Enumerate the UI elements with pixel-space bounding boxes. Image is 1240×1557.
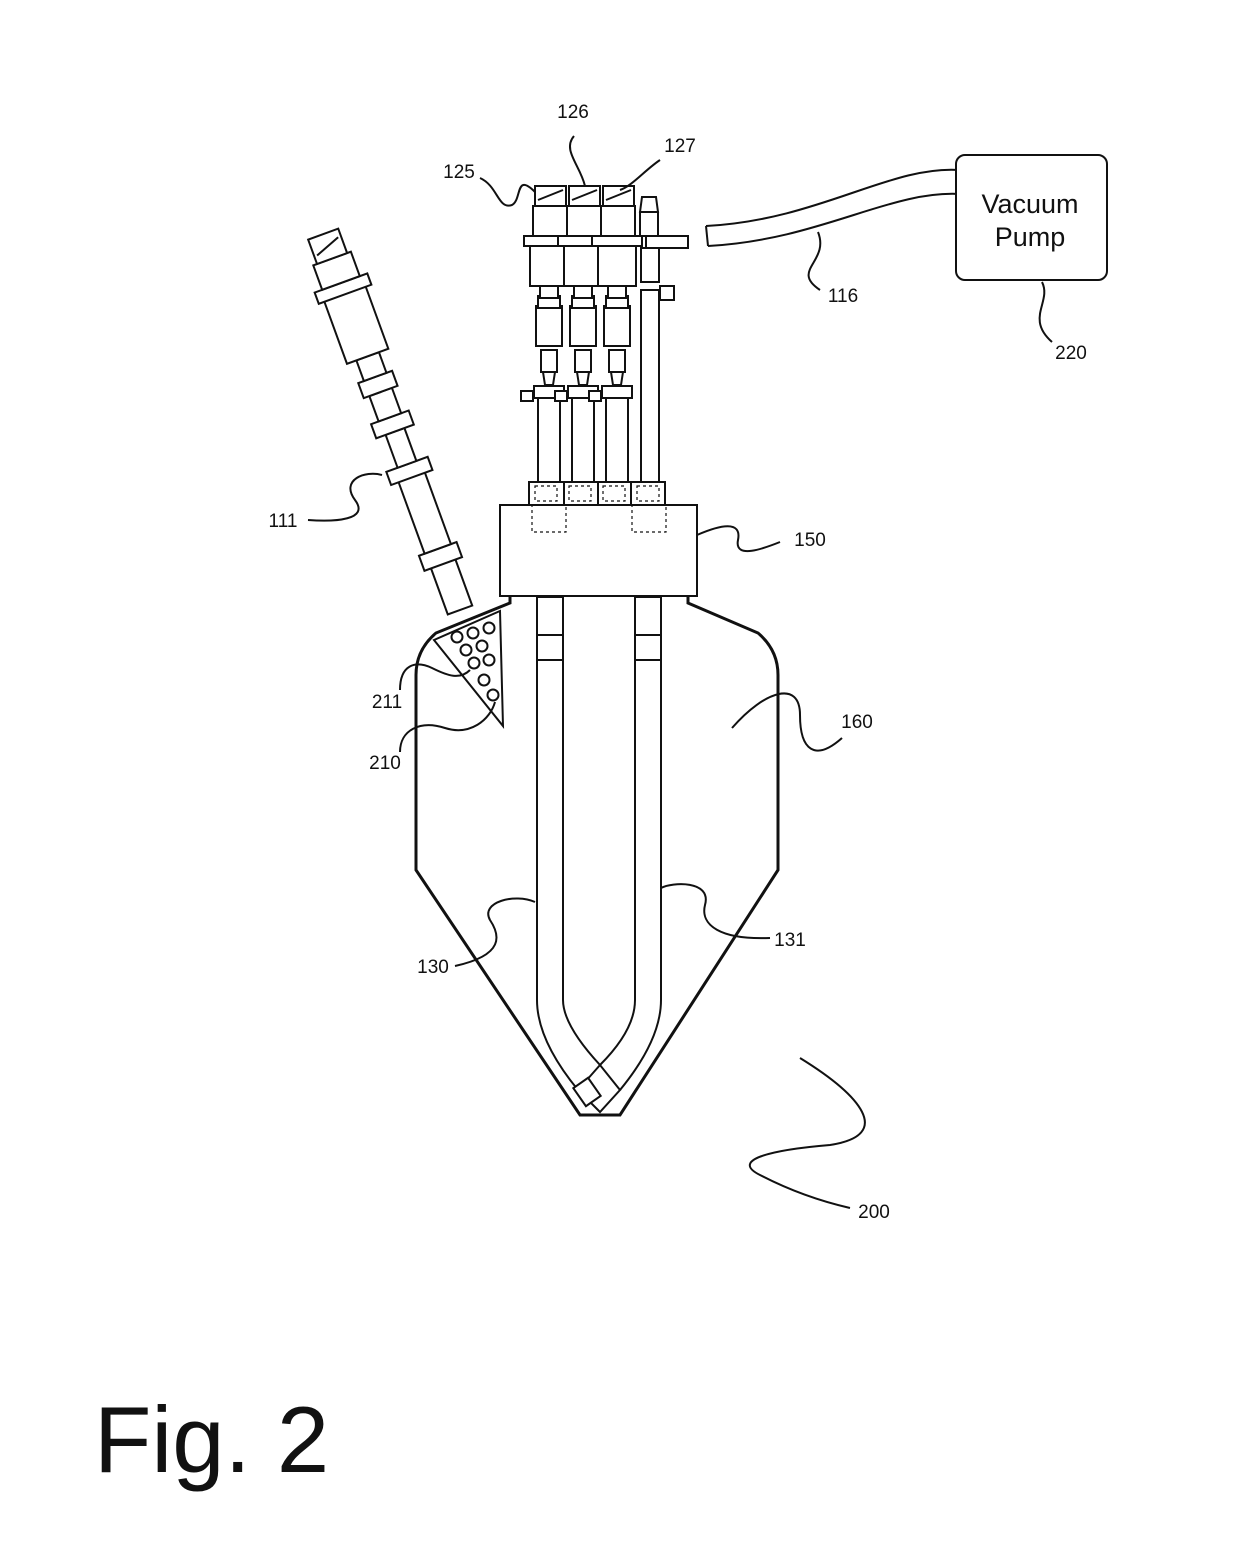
leader-125 [479,177,536,207]
ref-125: 125 [443,162,475,183]
ref-131: 131 [774,930,806,951]
leader-210 [399,701,496,753]
vacuum-pump-box [955,154,1108,281]
ref-200: 200 [858,1202,890,1223]
vacuum-hose-116 [705,168,961,247]
vacuum-pump-label-line1: Vacuum [981,189,1078,219]
leader-200 [748,1057,866,1209]
leader-116 [807,231,822,291]
figure-label: Fig. 2 [94,1387,329,1492]
leader-150 [696,525,781,553]
ref-111: 111 [269,511,298,532]
container-160 [414,597,780,1117]
vacuum-pump-label-line2: Pump [995,222,1066,252]
leader-220 [1038,281,1053,343]
ref-211: 211 [372,692,402,713]
leader-127 [619,159,661,191]
angled-inlet-111 [306,227,474,616]
vacuum-line-connector [638,196,689,483]
ref-150: 150 [794,530,826,551]
ref-210: 210 [369,753,401,774]
leader-111 [307,472,383,522]
ref-126: 126 [557,102,589,123]
leader-211 [399,663,471,691]
leader-126 [568,135,586,187]
leader-130 [454,897,536,967]
ref-130: 130 [417,957,449,978]
tube-tip [571,1063,622,1114]
filter-cone-210 [432,609,505,729]
port-stack-125 [520,185,575,483]
ref-160: 160 [841,712,873,733]
manifold-cap-150 [499,481,698,597]
tube-131 [599,596,662,1091]
leader-160 [731,692,843,752]
leader-131 [660,883,771,940]
ref-127: 127 [664,136,696,157]
ref-116: 116 [828,286,858,307]
tube-130 [536,596,601,1091]
port-stack-127 [588,185,643,483]
port-stack-126 [554,185,609,483]
ref-220: 220 [1055,343,1087,364]
